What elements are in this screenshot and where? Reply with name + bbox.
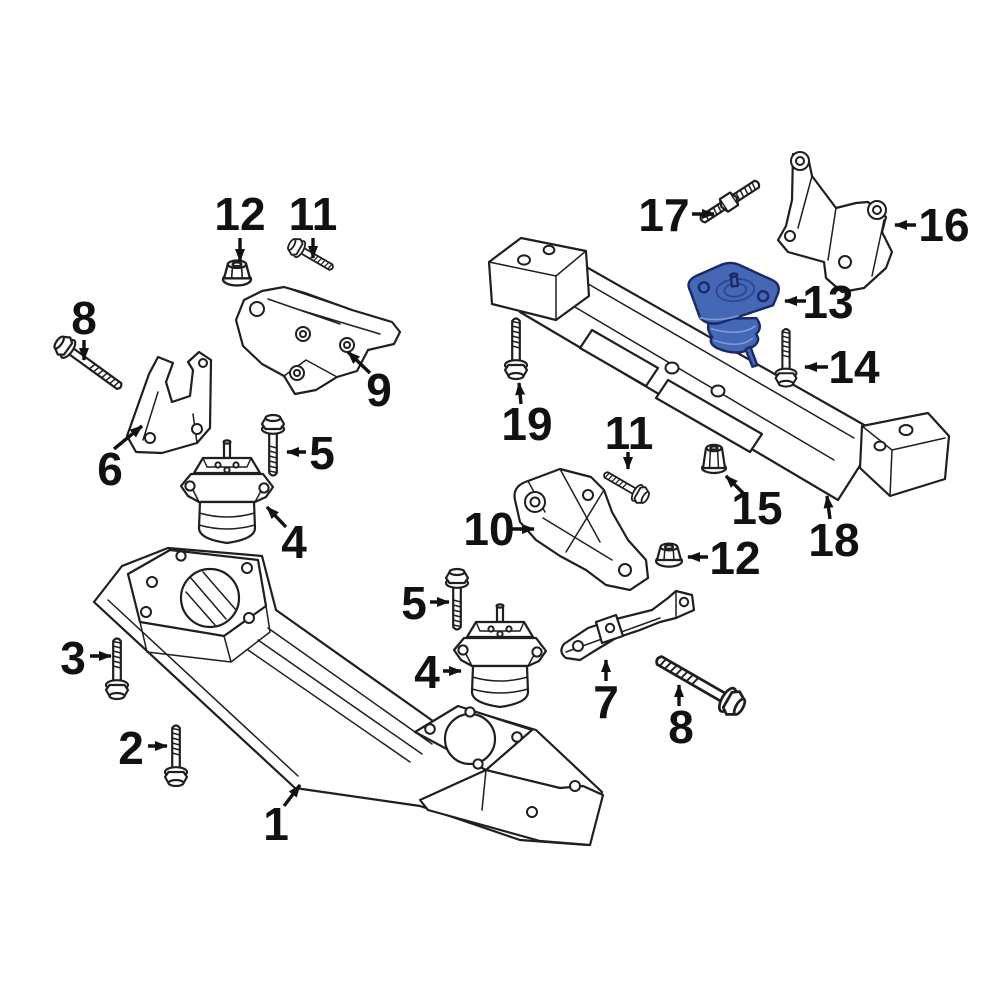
part-3-bolt — [104, 637, 130, 701]
callout-5-mid-label: 5 — [401, 577, 427, 629]
callout-1-arrow — [282, 783, 302, 808]
part-4-engine-mount-mid — [452, 603, 548, 709]
callout-8-left-label: 8 — [71, 292, 97, 344]
callout-12-mid-label: 12 — [709, 532, 760, 584]
part-12-nut-mid — [654, 542, 684, 568]
part-14-bolt — [774, 328, 798, 388]
part-8-bolt-bottom — [649, 646, 751, 722]
callout-8-bottom-label: 8 — [668, 701, 694, 753]
callout-7-label: 7 — [593, 676, 619, 728]
callout-4-mid-label: 4 — [414, 646, 440, 698]
part-18-rear-crossmember — [487, 236, 951, 502]
callout-12-top-label: 12 — [214, 188, 265, 240]
part-19-bolt — [503, 317, 529, 381]
callout-15-label: 15 — [731, 482, 782, 534]
part-17-stud — [696, 175, 764, 228]
part-5-bolt-mid — [444, 567, 470, 631]
part-6-mount-bracket — [125, 350, 213, 455]
callout-19-label: 19 — [501, 398, 552, 450]
callout-2-label: 2 — [118, 722, 144, 774]
callout-9-arrow — [346, 350, 372, 375]
part-2-bolt — [163, 724, 189, 788]
part-11-bolt-top — [284, 234, 338, 277]
part-9-mount-bracket — [234, 285, 402, 396]
part-16-support-bracket — [776, 151, 894, 294]
callout-19-arrow — [515, 382, 526, 405]
callout-9-label: 9 — [366, 364, 392, 416]
callout-5-left-label: 5 — [309, 427, 335, 479]
callout-10-label: 10 — [463, 503, 514, 555]
callout-11-mid-label: 11 — [605, 407, 654, 459]
callout-1-label: 1 — [263, 798, 289, 850]
callout-14-label: 14 — [828, 341, 880, 393]
part-4-engine-mount-left — [179, 439, 275, 545]
callout-4-left-arrow — [265, 505, 288, 529]
callout-labels: 12 11 8 9 6 5 4 17 16 13 14 19 11 15 18 … — [60, 188, 969, 850]
callout-13-label: 13 — [802, 276, 853, 328]
callout-arrows — [79, 209, 916, 808]
callout-18-arrow — [823, 495, 834, 520]
callout-6-label: 6 — [97, 443, 123, 495]
callout-16-label: 16 — [918, 199, 969, 251]
part-12-nut-top — [221, 259, 253, 287]
callout-6-arrow — [112, 424, 144, 451]
part-7-support-bracket — [560, 589, 696, 662]
callout-15-arrow — [724, 474, 745, 495]
callout-18-label: 18 — [808, 514, 859, 566]
part-15-nut — [700, 443, 728, 475]
callout-11-top-label: 11 — [289, 188, 338, 240]
callout-3-label: 3 — [60, 632, 86, 684]
part-13-transmission-mount-highlighted — [687, 261, 780, 368]
callout-4-left-label: 4 — [281, 516, 307, 568]
part-5-bolt-left — [260, 413, 286, 477]
part-10-mount-bracket — [513, 467, 650, 592]
callout-17-label: 17 — [638, 189, 689, 241]
